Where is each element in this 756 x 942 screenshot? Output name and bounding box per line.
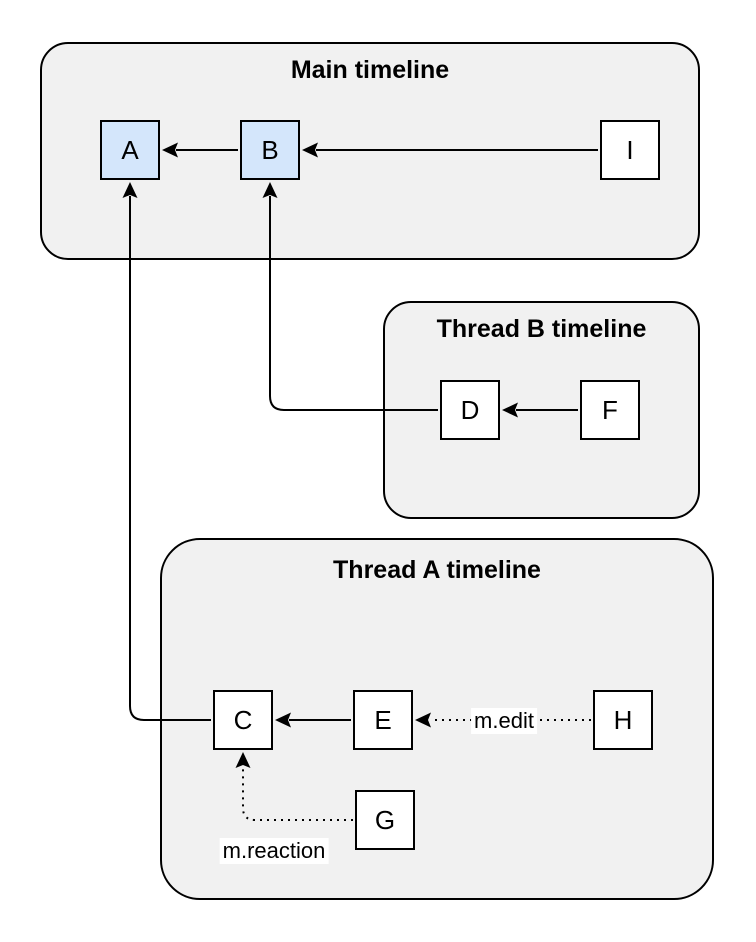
node-event-i: I [600,120,660,180]
group-main-timeline-title: Main timeline [290,56,450,84]
group-thread-a-timeline-title: Thread A timeline [333,556,541,584]
node-event-f: F [580,380,640,440]
node-event-a: A [100,120,160,180]
group-thread-b-timeline-title: Thread B timeline [436,315,647,343]
group-thread-b-timeline: Thread B timeline [383,301,700,519]
edge-label-m-edit: m.edit [471,708,537,734]
node-event-e: E [353,690,413,750]
node-event-b: B [240,120,300,180]
node-event-h: H [593,690,653,750]
node-event-g: G [355,790,415,850]
node-event-c: C [213,690,273,750]
edge-label-m-reaction: m.reaction [219,838,329,864]
node-event-d: D [440,380,500,440]
